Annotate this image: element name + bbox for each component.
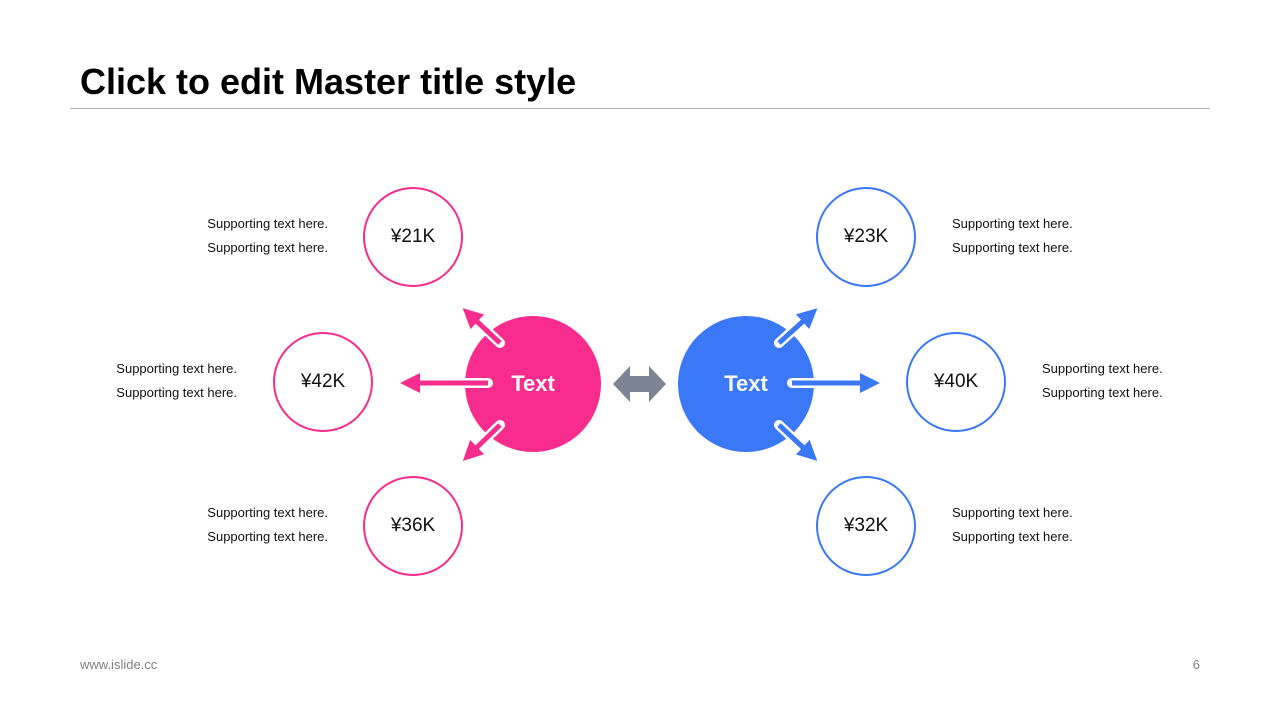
- right-node-value-2: ¥40K: [933, 371, 979, 392]
- support-line: Supporting text here.: [1042, 385, 1163, 400]
- page-number: 6: [1192, 657, 1200, 672]
- double-arrow-icon: [613, 366, 666, 402]
- support-line: Supporting text here.: [116, 385, 237, 400]
- right-hub-circle: [678, 316, 814, 452]
- right-node-value-3: ¥32K: [843, 515, 889, 536]
- support-line: Supporting text here.: [116, 361, 237, 376]
- support-line: Supporting text here.: [952, 505, 1073, 520]
- left-hub-label: Text: [511, 371, 555, 396]
- left-hub-circle: [465, 316, 601, 452]
- support-line: Supporting text here.: [1042, 361, 1163, 376]
- support-line: Supporting text here.: [952, 216, 1073, 231]
- right-node-circle-1: [816, 187, 916, 287]
- left-support-1[interactable]: Supporting text here. Supporting text he…: [178, 212, 328, 260]
- left-node-value-1: ¥21K: [390, 226, 436, 247]
- left-node-circle-3: [363, 476, 463, 576]
- right-support-1[interactable]: Supporting text here. Supporting text he…: [952, 212, 1102, 260]
- left-support-2[interactable]: Supporting text here. Supporting text he…: [87, 357, 237, 405]
- support-line: Supporting text here.: [207, 216, 328, 231]
- support-line: Supporting text here.: [952, 240, 1073, 255]
- right-node-circle-2: [906, 332, 1006, 432]
- left-node-value-3: ¥36K: [390, 515, 436, 536]
- title-divider: [70, 108, 1210, 109]
- right-support-2[interactable]: Supporting text here. Supporting text he…: [1042, 357, 1192, 405]
- left-arrows: [400, 306, 505, 463]
- footer-url: www.islide.cc: [80, 657, 158, 672]
- left-node-value-2: ¥42K: [300, 371, 346, 392]
- left-support-3[interactable]: Supporting text here. Supporting text he…: [178, 501, 328, 549]
- right-support-3[interactable]: Supporting text here. Supporting text he…: [952, 501, 1102, 549]
- left-node-circle-2: [273, 332, 373, 432]
- right-node-value-1: ¥23K: [843, 226, 889, 247]
- right-hub-label: Text: [724, 371, 768, 396]
- left-node-circle-1: [363, 187, 463, 287]
- right-arrows: [774, 306, 880, 463]
- support-line: Supporting text here.: [207, 240, 328, 255]
- support-line: Supporting text here.: [207, 529, 328, 544]
- support-line: Supporting text here.: [207, 505, 328, 520]
- right-node-circle-3: [816, 476, 916, 576]
- slide-title[interactable]: Click to edit Master title style: [80, 61, 577, 102]
- support-line: Supporting text here.: [952, 529, 1073, 544]
